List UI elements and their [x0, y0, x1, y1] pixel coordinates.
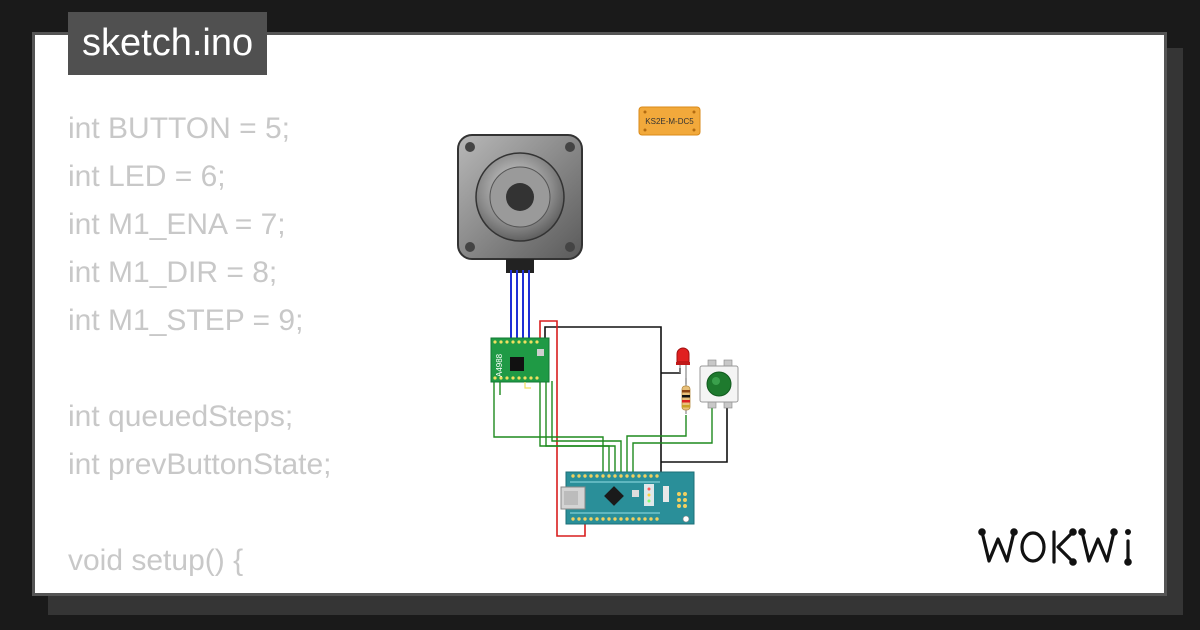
code-line: int M1_DIR = 8; [68, 256, 278, 289]
code-line: int LED = 6; [68, 160, 226, 193]
relay-label: KS2E-M-DC5 [645, 117, 694, 126]
resistor[interactable] [681, 378, 691, 414]
code-line: void setup() { [68, 544, 244, 577]
file-tab[interactable]: sketch.ino [68, 12, 268, 75]
a4988-driver[interactable]: A4988 [490, 337, 550, 389]
push-button[interactable] [699, 359, 739, 409]
arduino-nano-board[interactable] [560, 471, 695, 525]
code-preview: int BUTTON = 5; int LED = 6; int M1_ENA … [68, 105, 488, 593]
motor-wires [510, 270, 530, 340]
file-tab-title: sketch.ino [82, 22, 254, 64]
project-preview-card: int BUTTON = 5; int LED = 6; int M1_ENA … [32, 32, 1167, 596]
power-wire [539, 320, 586, 537]
driver-label: A4988 [495, 353, 504, 377]
stepper-motor[interactable] [457, 134, 583, 273]
code-line: int prevButtonState; [68, 448, 332, 481]
signal-wires [493, 381, 713, 475]
wokwi-logo [978, 528, 1132, 566]
relay-module[interactable]: KS2E-M-DC5 [638, 106, 701, 136]
red-led[interactable] [676, 347, 690, 384]
code-line: pinMode(M1_ENA, OUTPUT); [68, 585, 488, 593]
code-line: int BUTTON = 5; [68, 112, 291, 145]
circuit-diagram: KS2E-M-DC5 [457, 106, 739, 537]
code-line: int queuedSteps; [68, 400, 294, 433]
code-line: int M1_STEP = 9; [68, 304, 304, 337]
code-line: int M1_ENA = 7; [68, 208, 286, 241]
